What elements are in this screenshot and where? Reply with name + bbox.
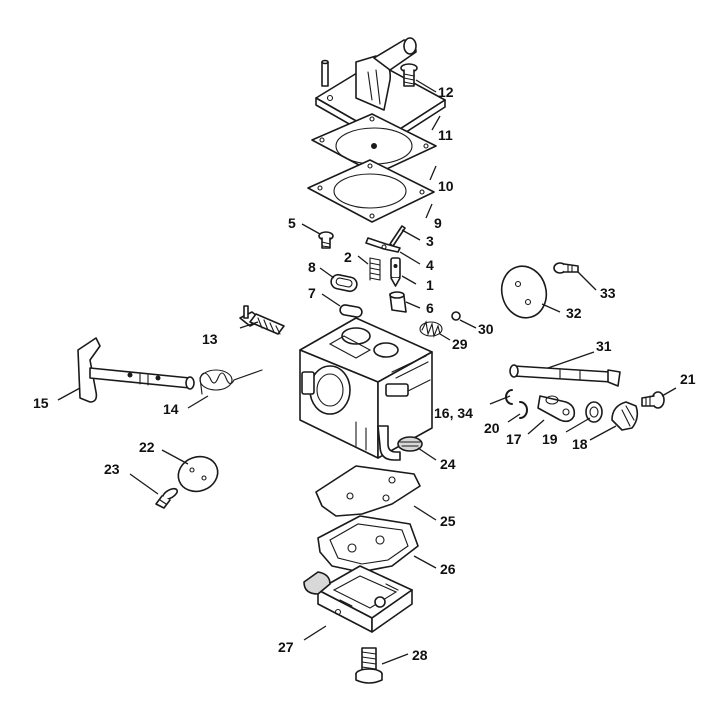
screw-12	[400, 63, 418, 87]
callout-21: 21	[680, 371, 696, 387]
callout-20: 20	[484, 420, 500, 436]
screw-33	[553, 262, 579, 274]
screw-5	[318, 231, 334, 249]
throttle-shaft	[77, 337, 195, 403]
callout-14: 14	[163, 401, 179, 417]
callout-28: 28	[412, 647, 428, 663]
spring-2	[369, 257, 381, 281]
callout-3: 3	[426, 233, 434, 249]
choke-lever	[537, 395, 576, 423]
washer-19	[585, 401, 603, 423]
sleeve-6	[389, 291, 407, 313]
spring-29	[419, 320, 443, 339]
callout-22: 22	[139, 439, 155, 455]
callout-30: 30	[478, 321, 494, 337]
pump-gasket	[307, 159, 435, 223]
callout-33: 33	[600, 285, 616, 301]
plug-8	[330, 273, 358, 293]
callout-16-34: 16, 34	[434, 405, 473, 421]
callout-26: 26	[440, 561, 456, 577]
callout-27: 27	[278, 639, 294, 655]
callout-24: 24	[440, 456, 456, 472]
adjusting-screw	[239, 305, 285, 335]
choke-valve-disc	[500, 265, 548, 319]
choke-knob	[611, 401, 639, 431]
callout-labels: 12 11 10 9 5 3 2 4 8 1 7 6 30 29 13 33 3…	[33, 84, 696, 663]
carburetor-body	[299, 317, 433, 459]
callout-6: 6	[426, 300, 434, 316]
callout-25: 25	[440, 513, 456, 529]
callout-4: 4	[426, 257, 434, 273]
pin-3	[389, 225, 406, 247]
callout-11: 11	[438, 127, 453, 143]
control-lever	[365, 237, 401, 253]
pump-diaphragm	[311, 113, 437, 175]
callout-10: 10	[438, 178, 454, 194]
callout-31: 31	[596, 338, 612, 354]
torsion-spring	[199, 369, 263, 395]
callout-7: 7	[308, 285, 316, 301]
callout-15: 15	[33, 395, 49, 411]
screw-28	[355, 647, 383, 684]
screw-23	[155, 487, 179, 509]
throttle-valve-disc	[177, 455, 219, 493]
callout-23: 23	[104, 461, 120, 477]
circlip-20	[519, 401, 528, 419]
fuel-elbow	[377, 425, 423, 461]
inlet-needle	[390, 257, 401, 287]
screw-21	[641, 391, 665, 409]
callout-5: 5	[288, 215, 296, 231]
callout-9: 9	[434, 215, 442, 231]
callout-1: 1	[426, 277, 434, 293]
pump-cover	[315, 37, 446, 146]
callout-8: 8	[308, 259, 316, 275]
washer-7	[339, 304, 363, 318]
metering-diaphragm	[315, 465, 421, 517]
callout-18: 18	[572, 436, 588, 452]
leader-lines	[57, 79, 677, 665]
callout-12: 12	[438, 84, 454, 100]
metering-gasket	[317, 515, 419, 573]
ball-30	[451, 311, 461, 321]
callout-2: 2	[344, 249, 352, 265]
callout-17: 17	[506, 431, 522, 447]
callout-19: 19	[542, 431, 558, 447]
end-cover	[303, 565, 413, 633]
callout-29: 29	[452, 336, 468, 352]
callout-32: 32	[566, 305, 582, 321]
callout-13: 13	[202, 331, 218, 347]
choke-shaft	[509, 364, 621, 387]
